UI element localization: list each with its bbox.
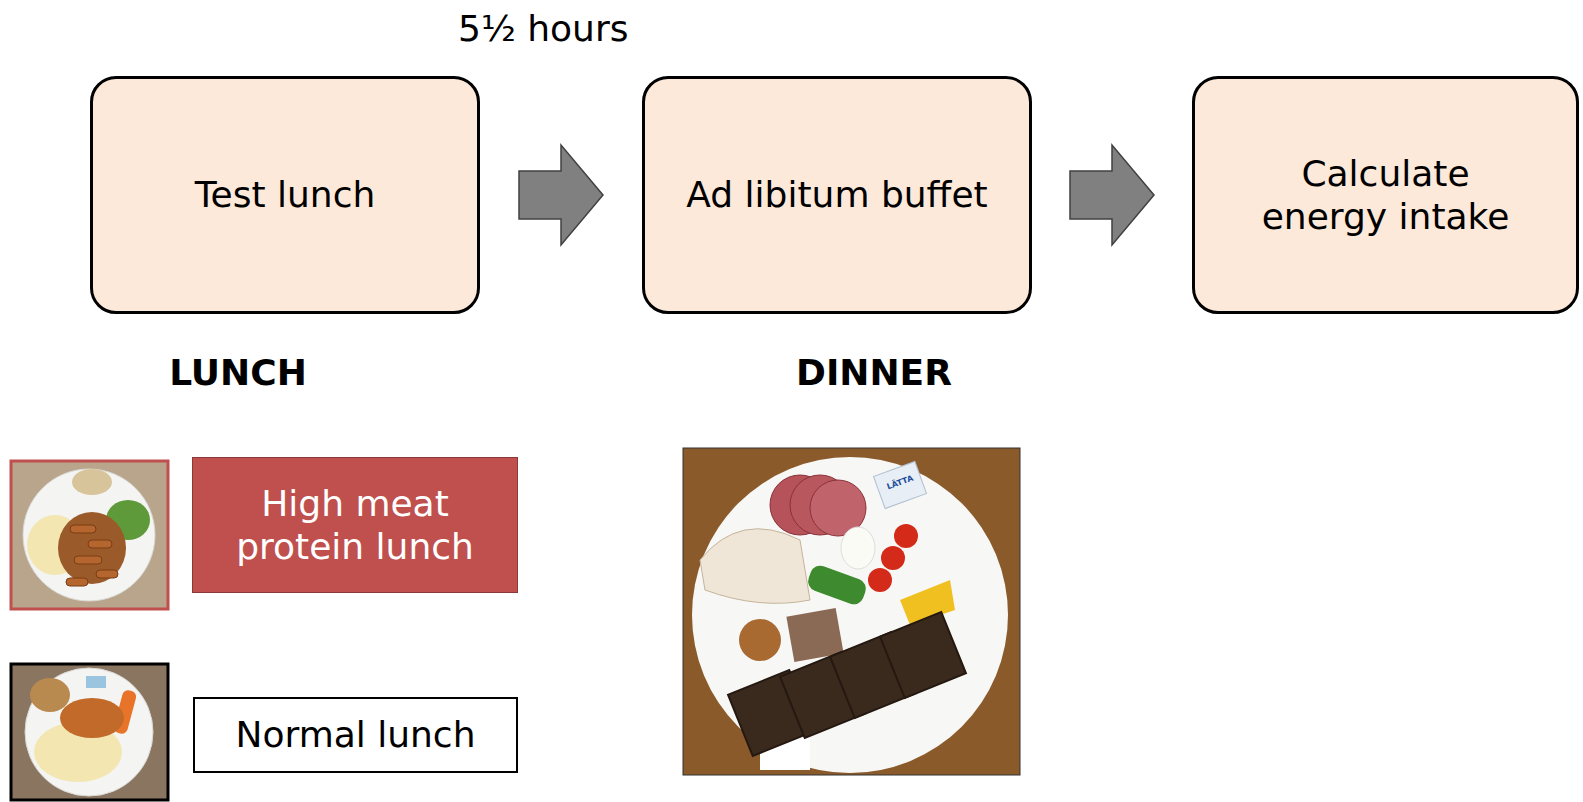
- section-heading: DINNER: [796, 352, 952, 393]
- plate: [25, 668, 153, 796]
- plate: [692, 457, 1008, 773]
- bread: [72, 469, 112, 495]
- process-box: Ad libitum buffet: [642, 76, 1032, 314]
- egg: [841, 527, 875, 569]
- node-text: Calculate energy intake: [1236, 152, 1536, 238]
- meatball: [739, 619, 781, 661]
- normal-lunch-photo: [11, 664, 168, 800]
- section-heading: LUNCH: [169, 352, 307, 393]
- tomatoes: [868, 524, 918, 592]
- condition-box: Normal lunch: [193, 697, 518, 773]
- node-text: Test lunch: [195, 173, 376, 216]
- photo-frame: [683, 448, 1020, 775]
- butter-pack: [86, 676, 106, 688]
- plate: [23, 469, 155, 601]
- sausages: [66, 525, 118, 586]
- block-arrow: [519, 145, 603, 245]
- cucumber: [805, 563, 868, 607]
- block-arrow: [1070, 145, 1154, 245]
- stew: [60, 698, 124, 738]
- dinner-photo: [683, 448, 1020, 775]
- node-text: Ad libitum buffet: [686, 173, 987, 216]
- node-text: Normal lunch: [236, 713, 476, 756]
- butter-pack: [874, 462, 927, 509]
- pork-roast: [700, 529, 810, 604]
- photo-frame: [11, 461, 168, 609]
- sausage-stew: [58, 512, 126, 584]
- photo-frame: [11, 664, 168, 800]
- high-meat-lunch-photo: [11, 461, 168, 609]
- process-box: Calculate energy intake: [1192, 76, 1579, 314]
- node-text: High meat protein lunch: [210, 482, 500, 568]
- condition-box: High meat protein lunch: [192, 457, 518, 593]
- time-label: 5½ hours: [458, 8, 628, 49]
- rye-bread: [728, 612, 966, 756]
- process-box: Test lunch: [90, 76, 480, 314]
- bread-roll: [30, 678, 70, 712]
